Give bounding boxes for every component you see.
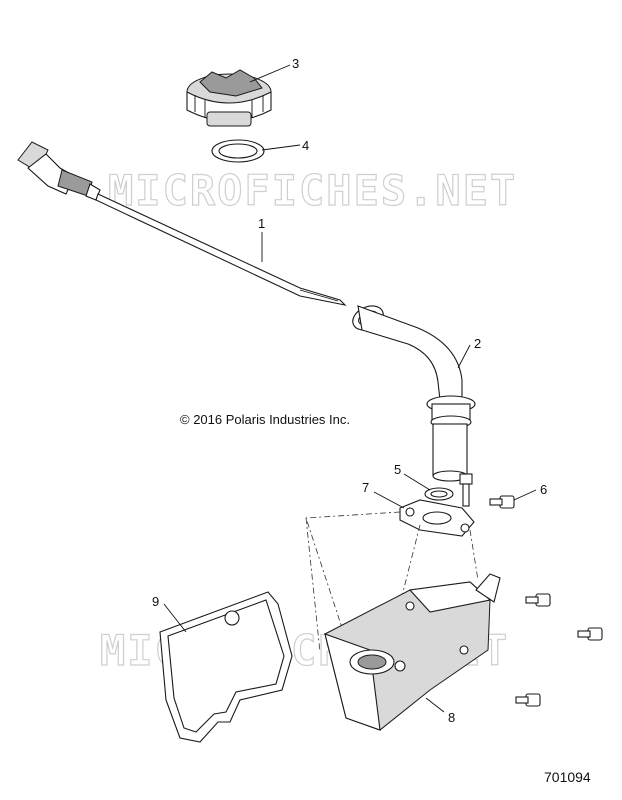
callout-2: 2	[474, 336, 481, 351]
fill-tube	[352, 305, 476, 482]
tube-flange	[399, 499, 475, 537]
watermark-top: MICROFICHES.NET	[108, 166, 517, 215]
bolt-right-a	[525, 593, 551, 607]
bolt-6	[489, 495, 515, 509]
o-ring-tube	[424, 487, 454, 501]
callout-3: 3	[292, 56, 299, 71]
bolt-flange	[459, 473, 473, 507]
callout-1: 1	[258, 216, 265, 231]
bolt-right-b	[577, 627, 603, 641]
o-ring-cap	[211, 139, 265, 163]
callout-8: 8	[448, 710, 455, 725]
valve-cover-gasket	[159, 591, 293, 743]
callout-6: 6	[540, 482, 547, 497]
dipstick	[17, 141, 347, 306]
copyright-notice: © 2016 Polaris Industries Inc.	[180, 412, 350, 427]
callout-4: 4	[302, 138, 309, 153]
filler-cap	[186, 69, 272, 127]
leader-lines	[163, 64, 537, 713]
alignment-lines	[305, 511, 479, 653]
callout-7: 7	[362, 480, 369, 495]
callout-9: 9	[152, 594, 159, 609]
valve-cover	[324, 573, 501, 731]
figure-number: 701094	[544, 769, 591, 785]
callout-5: 5	[394, 462, 401, 477]
bolt-right-c	[515, 693, 541, 707]
